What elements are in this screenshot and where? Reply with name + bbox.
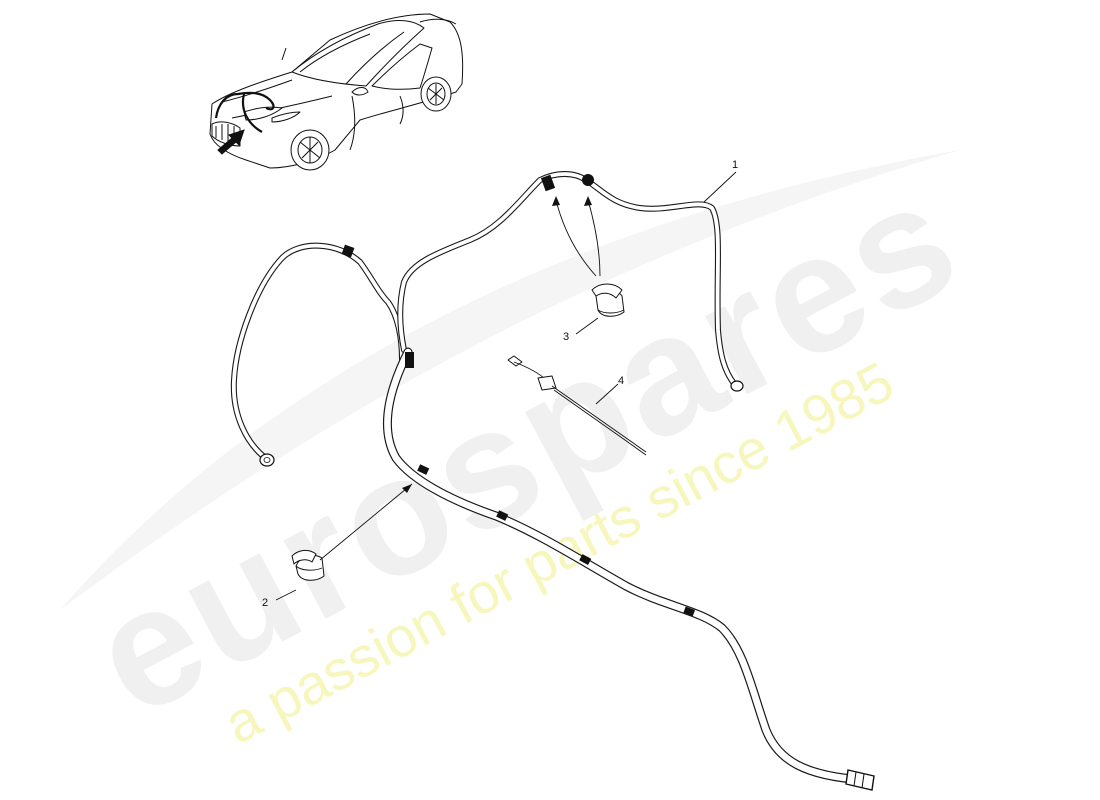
clip-marker bbox=[579, 554, 592, 565]
clip-marker bbox=[417, 464, 430, 475]
clip-marker bbox=[341, 244, 355, 258]
callout-2: 2 bbox=[262, 597, 268, 609]
callout-4: 4 bbox=[618, 375, 624, 387]
pipe-assembly bbox=[230, 171, 875, 791]
callout-1: 1 bbox=[732, 159, 738, 171]
pipe-connector-bottom bbox=[845, 769, 875, 791]
car-outline-icon bbox=[209, 13, 464, 171]
clip-marker bbox=[496, 510, 509, 521]
leader-arrow-icon bbox=[402, 484, 412, 493]
watermark-brand: eurospares bbox=[64, 142, 987, 752]
watermark: eurospares a passion for parts since 198… bbox=[60, 142, 987, 756]
part-clip-3: 3 bbox=[552, 196, 625, 343]
pipe-end-right bbox=[730, 380, 744, 392]
pipe-end-left bbox=[259, 453, 275, 467]
callout-3: 3 bbox=[563, 331, 569, 343]
clip-marker bbox=[405, 352, 414, 368]
clip-marker bbox=[683, 606, 696, 617]
part-cable-tie-4: 4 bbox=[507, 355, 647, 456]
clip-marker bbox=[540, 174, 556, 192]
leader-arrow-icon bbox=[552, 196, 560, 206]
part-clip-2: 2 bbox=[262, 483, 413, 609]
clip-marker bbox=[582, 174, 594, 186]
leader-arrow-icon bbox=[584, 196, 592, 206]
locator-arrow-icon bbox=[217, 129, 245, 155]
part-pipe-1: 1 bbox=[703, 159, 738, 203]
